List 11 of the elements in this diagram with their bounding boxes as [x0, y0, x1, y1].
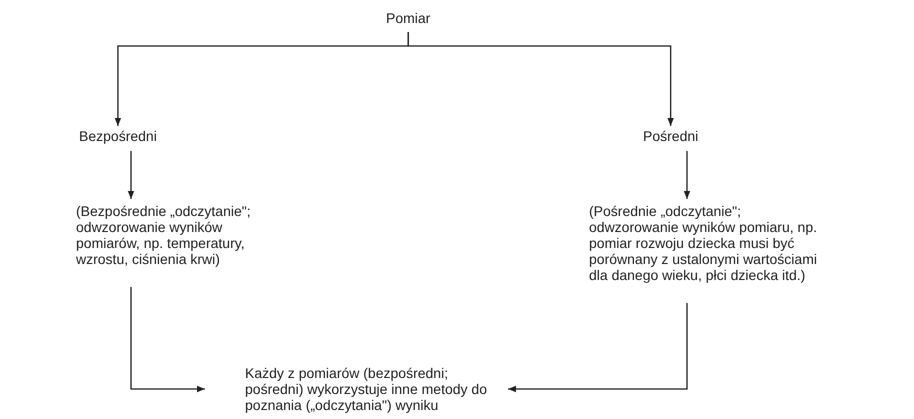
description-text: (Pośrednie „odczytanie"; odwzorowanie wyników pomiaru, np. pomiar rozwoju dziecka musi być porównany z ustalonymi wartościami dla danego wieku, płci dziecka itd.): [589, 203, 818, 283]
arrow: [128, 151, 134, 199]
description-text: (Bezpośrednie „odczytanie"; odwzorowanie wyników pomiarów, np. temperatury, wzrostu, ciśnienia krwi): [76, 203, 252, 267]
arrow: [508, 303, 688, 392]
arrow: [684, 151, 690, 199]
heading-text: Pośredni: [643, 128, 698, 144]
arrow: [130, 287, 205, 392]
heading-text: Bezpośredni: [79, 128, 157, 144]
description-text: Każdy z pomiarów (bezpośredni; pośredni) wykorzystuje inne metody do poznania („odczytania") wyniku: [245, 365, 488, 413]
heading-text: Pomiar: [386, 10, 430, 26]
arrow: [408, 32, 674, 126]
